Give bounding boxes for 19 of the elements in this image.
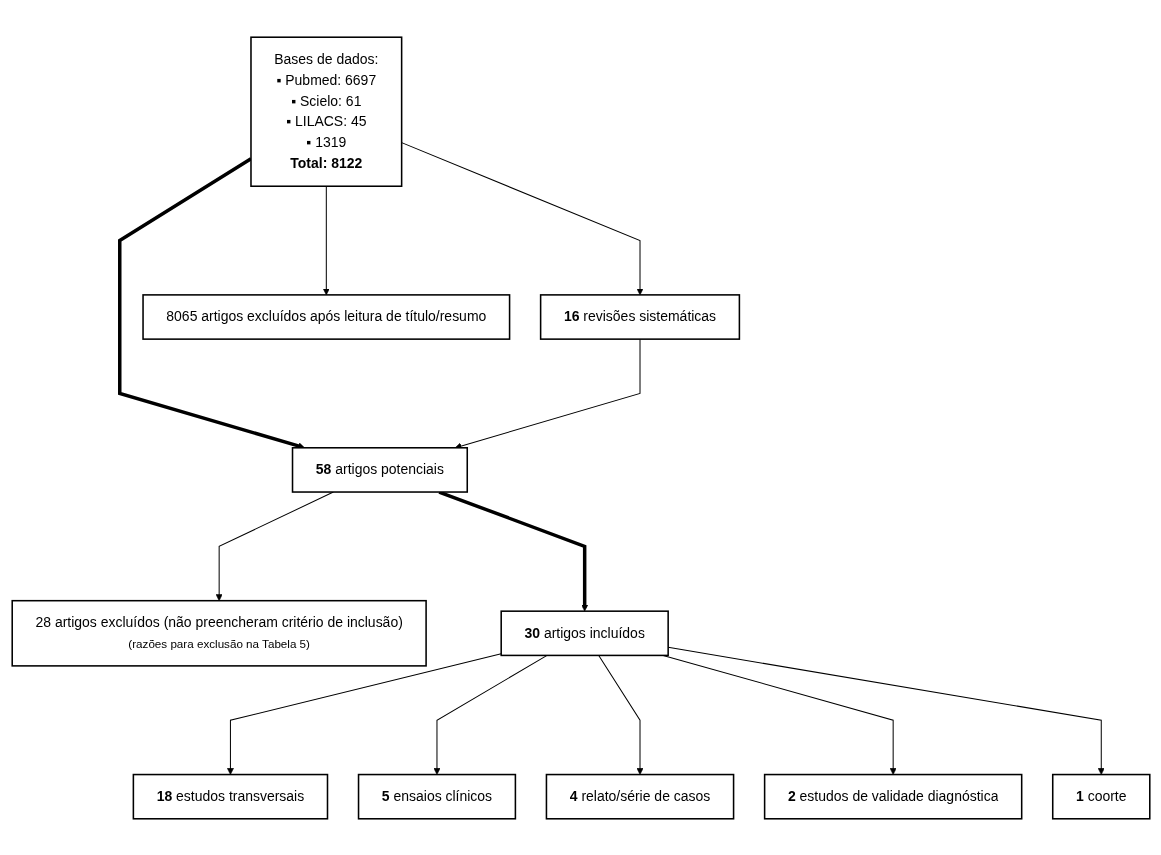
node-box: 30 artigos incluídos — [499, 609, 669, 656]
node-box: Bases de dados: ▪ Pubmed: 6697 ▪ Scielo: 61 ▪ LILACS: 45 ▪ 1319 Total: 8122 — [249, 35, 402, 187]
node-box: 28 artigos excluídos (não preencheram critério de inclusão) (razões para exclusão na Tabela 5) — [10, 599, 427, 667]
arrow — [667, 646, 1105, 775]
node-box: 18 estudos transversais — [132, 773, 328, 820]
arrow — [215, 491, 334, 601]
node-box: 58 artigos potenciais — [291, 446, 468, 493]
arrow — [662, 654, 897, 775]
arrow — [322, 185, 330, 295]
arrow — [433, 654, 548, 775]
node-box: 2 estudos de validade diagnóstica — [763, 773, 1022, 820]
node-box: 5 ensaios clínicos — [357, 773, 516, 820]
node-box: 1 coorte — [1051, 773, 1151, 820]
arrow — [454, 338, 640, 449]
arrow — [117, 156, 305, 449]
node-box: 4 relato/série de casos — [545, 773, 734, 820]
arrow — [597, 654, 643, 775]
node-box: 16 revisões sistemáticas — [539, 293, 740, 340]
node-box: 8065 artigos excluídos após leitura de título/resumo — [141, 293, 510, 340]
